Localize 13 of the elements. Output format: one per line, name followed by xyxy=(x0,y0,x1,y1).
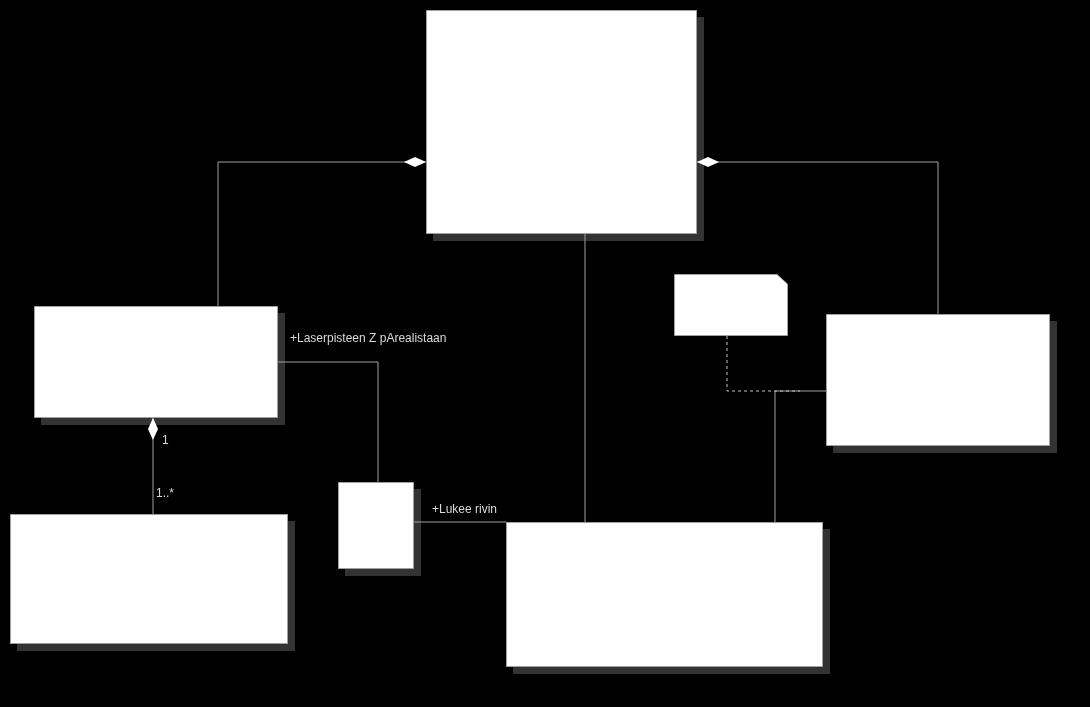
composition-connector xyxy=(217,157,427,307)
association-line xyxy=(277,361,379,483)
edge-label: +Laserpisteen Z pArealistaan xyxy=(290,331,447,345)
note-anchor-line xyxy=(726,335,801,392)
edge-label: +Lukee rivin xyxy=(432,502,498,516)
association-line xyxy=(584,233,586,523)
note-shape xyxy=(674,274,788,336)
multiplicity-label: 1..* xyxy=(156,486,174,500)
composition-connector xyxy=(148,417,158,515)
multiplicity-label: 1 xyxy=(162,433,169,447)
composition-connector xyxy=(696,157,939,315)
association-line xyxy=(774,390,827,523)
association-line xyxy=(413,521,507,523)
